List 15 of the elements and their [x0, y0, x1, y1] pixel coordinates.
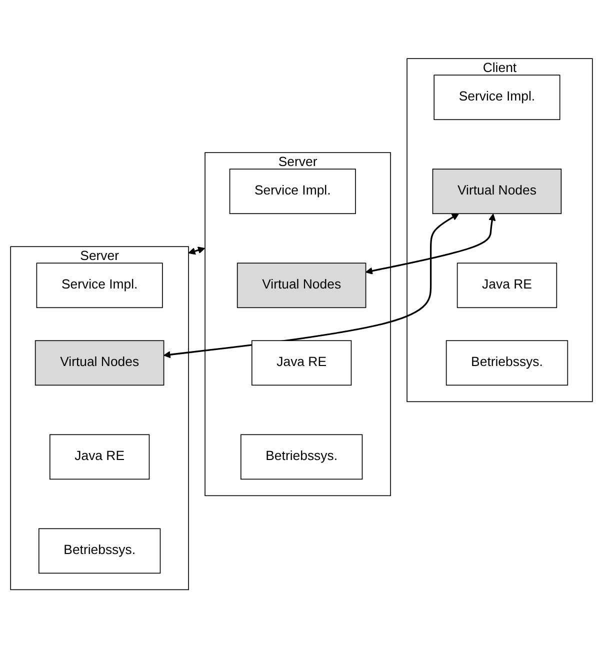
node-box: Service Impl.	[434, 74, 560, 120]
arrow	[163, 213, 459, 358]
node-box: Betriebssys.	[446, 340, 568, 386]
node-box: Betriebssys.	[38, 528, 161, 574]
node-box: Java RE	[456, 262, 558, 308]
node-box: Service Impl.	[229, 168, 356, 214]
node-box: Virtual Nodes	[432, 168, 562, 214]
arrow	[365, 214, 496, 274]
arrow	[188, 246, 206, 255]
node-box: Java RE	[49, 434, 150, 480]
node-box: Service Impl.	[36, 262, 163, 308]
node-box: Virtual Nodes	[34, 340, 164, 386]
node-box: Betriebssys.	[240, 434, 363, 480]
node-box: Java RE	[251, 340, 352, 386]
node-box: Virtual Nodes	[236, 262, 366, 308]
